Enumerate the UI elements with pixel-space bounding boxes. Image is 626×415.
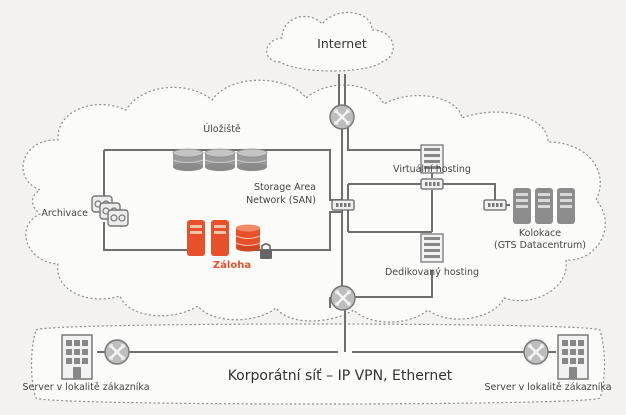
- colocation-label-line1: Kolokace: [519, 228, 561, 239]
- lock-icon: [260, 243, 272, 259]
- customer-router-left-icon: [103, 338, 131, 366]
- internet-cloud: [266, 11, 394, 72]
- storage-label: Úložiště: [203, 123, 241, 135]
- corporate-network-cloud: [30, 323, 606, 405]
- dedicated-hosting-rack-icon: [420, 233, 444, 263]
- colocation-label-line2: (GTS Datacentrum): [494, 240, 586, 251]
- san-switch-icon: [331, 199, 355, 211]
- hosting-switch-icon: [420, 178, 444, 190]
- customer-router-right-icon: [522, 338, 550, 366]
- san-label-line1: Storage Area: [254, 182, 316, 193]
- corporate-network-label: Korporátní síť – IP VPN, Ethernet: [228, 368, 453, 384]
- colocation-switch-icon: [483, 199, 507, 211]
- san-label-line2: Network (SAN): [246, 195, 316, 206]
- internet-router-icon: [328, 103, 356, 131]
- server-left-label: Server v lokalitě zákazníka: [22, 382, 149, 393]
- server-right-label: Server v lokalitě zákazníka: [484, 382, 611, 393]
- virtual-hosting-label: Virtuální hosting: [393, 164, 471, 175]
- archiving-label: Archivace: [41, 208, 88, 219]
- storage-database-icon: [172, 148, 268, 172]
- colocation-servers-icon: [513, 188, 575, 224]
- backup-label: Záloha: [213, 259, 251, 271]
- tape-archive-icon: [91, 195, 129, 227]
- backup-servers-icon: [187, 220, 261, 256]
- dedicated-hosting-label: Dedikovaný hosting: [385, 267, 479, 278]
- datacenter-cloud: [22, 79, 606, 323]
- internet-label: Internet: [317, 36, 367, 51]
- customer-building-left-icon: [61, 334, 93, 380]
- core-router-icon: [329, 284, 357, 312]
- customer-building-right-icon: [557, 334, 589, 380]
